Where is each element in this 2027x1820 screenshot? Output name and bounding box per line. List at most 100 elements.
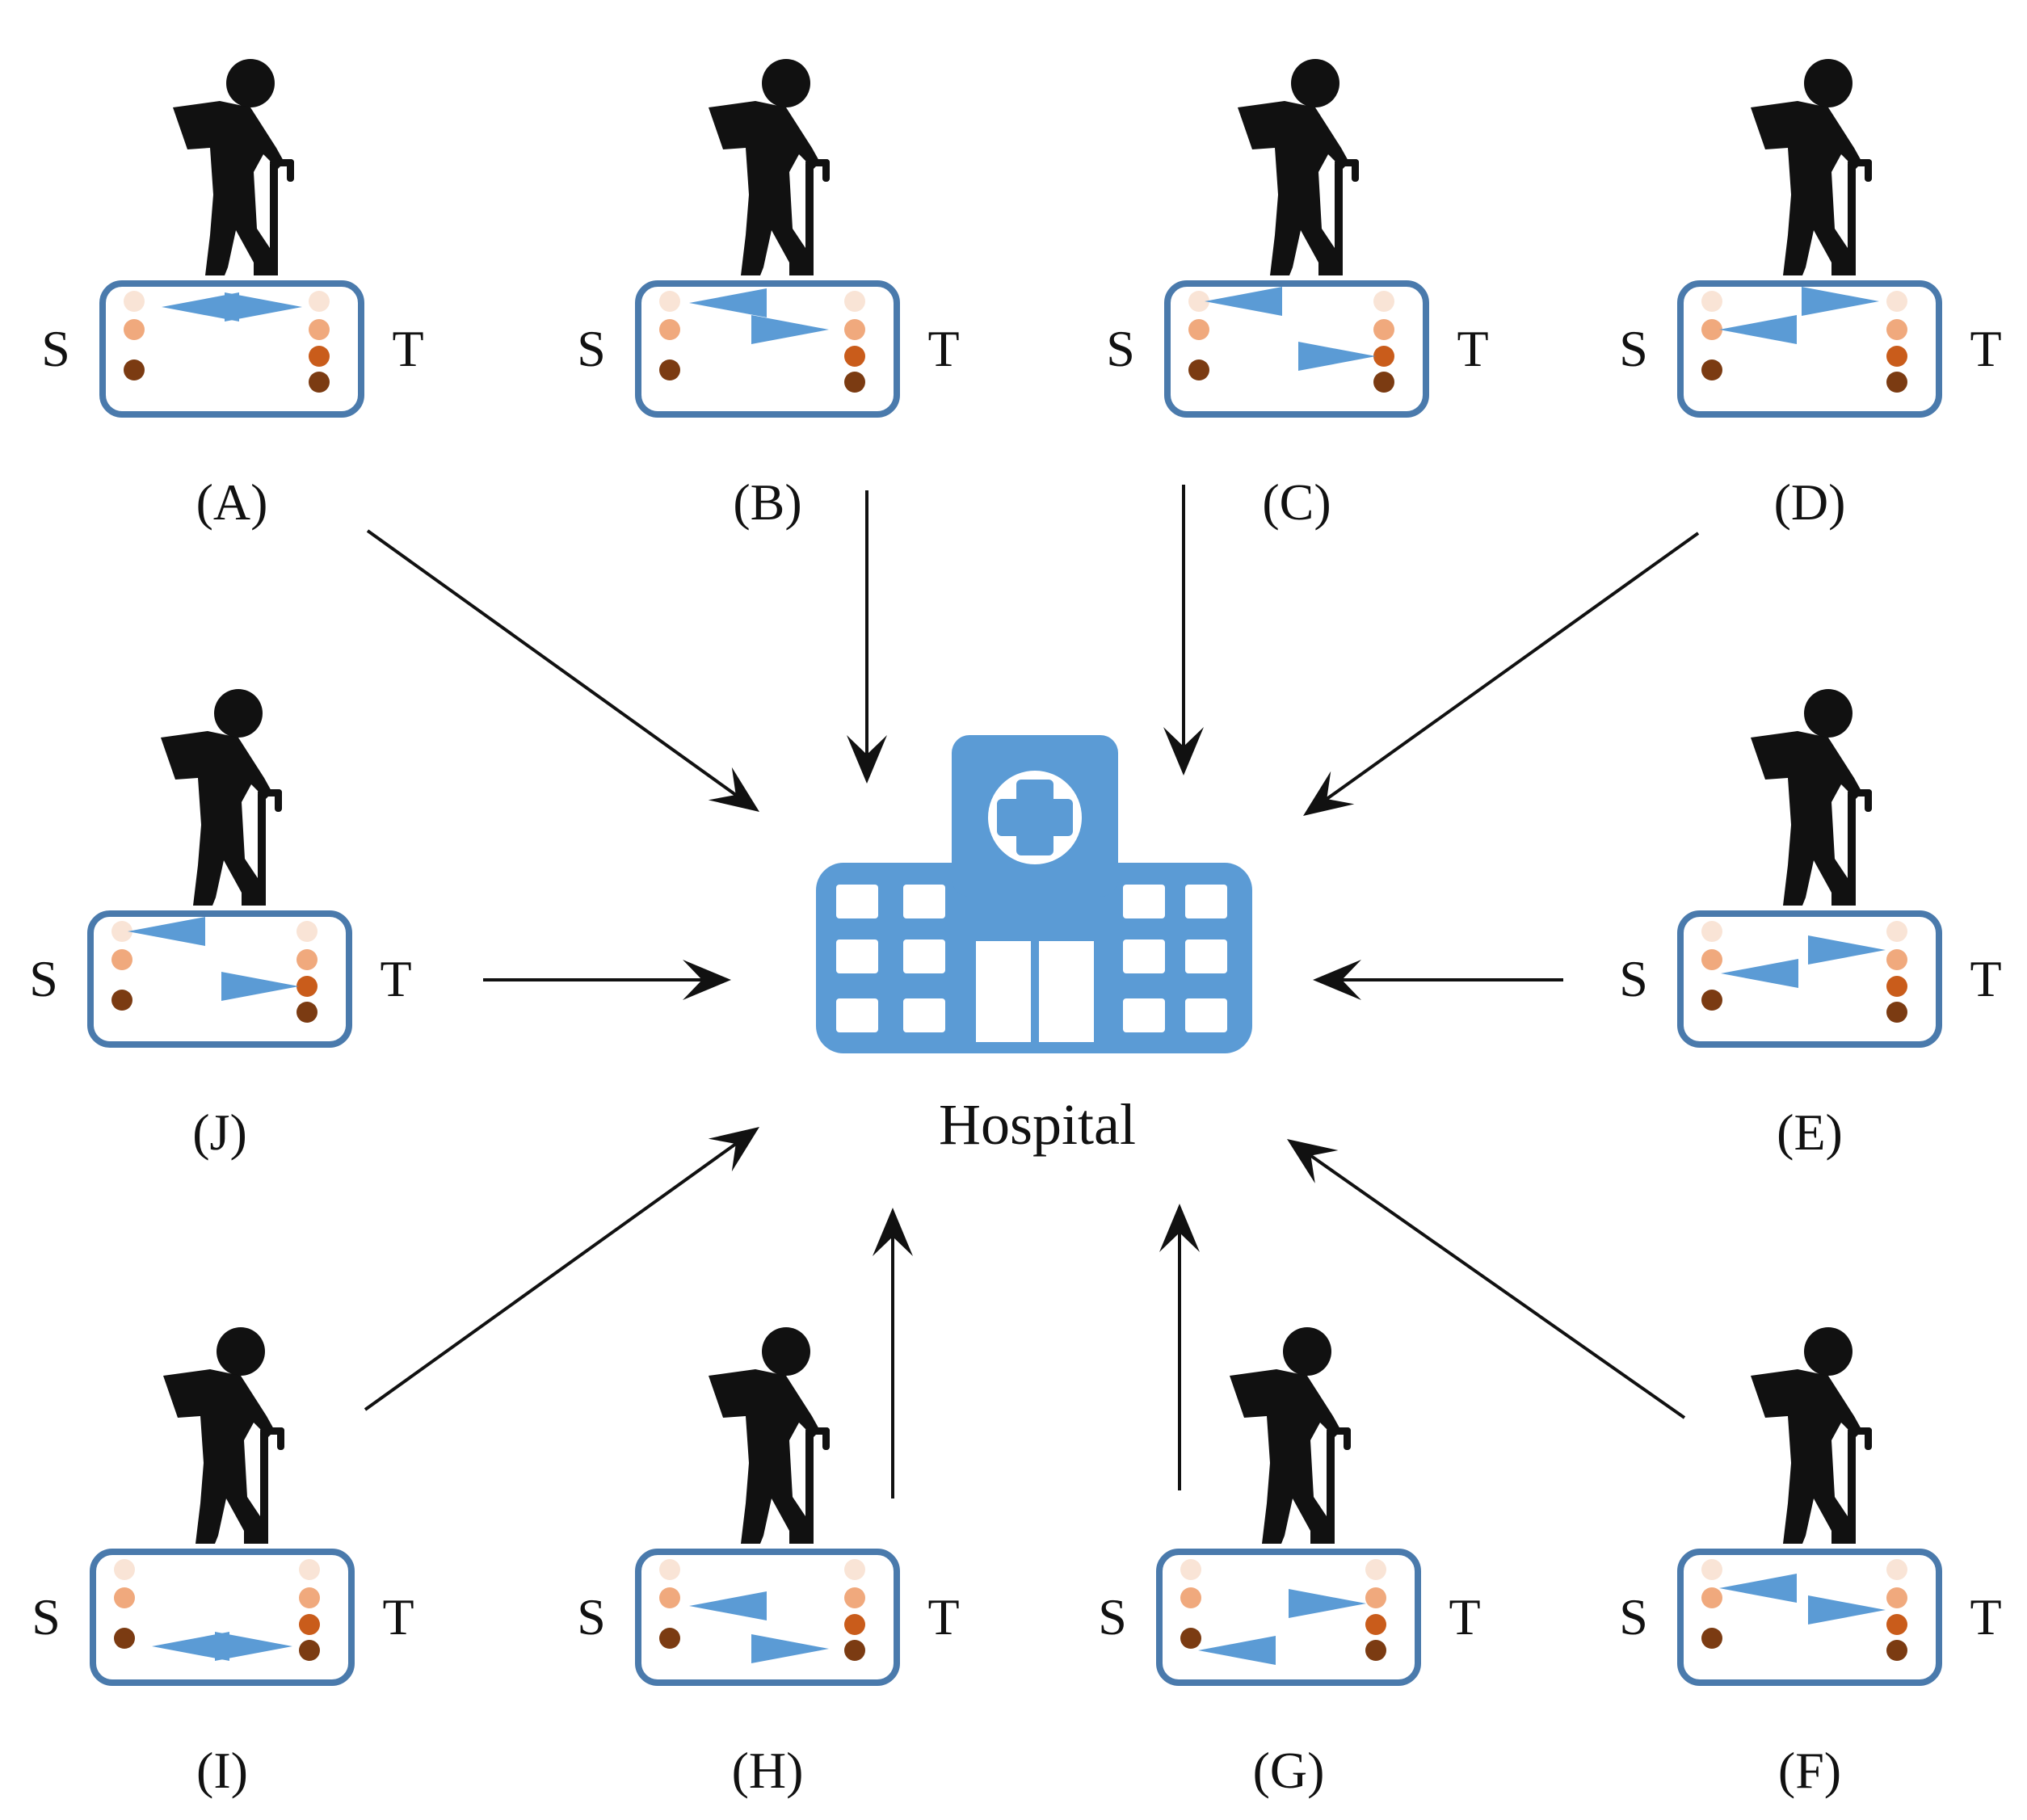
source-level-dot xyxy=(1180,1628,1201,1649)
source-level-dot xyxy=(111,990,132,1011)
source-level-dot xyxy=(1188,359,1209,380)
source-level-dot xyxy=(1188,319,1209,340)
source-level-dot xyxy=(1701,319,1722,340)
target-level-dot xyxy=(844,1640,865,1661)
transition-panel xyxy=(90,1549,355,1686)
target-level-dot xyxy=(1365,1614,1386,1635)
referral-arrow xyxy=(1163,485,1204,775)
source-label: S xyxy=(1619,320,1648,377)
target-level-dot xyxy=(309,346,330,367)
source-level-dot xyxy=(124,291,145,312)
elderly-person-icon xyxy=(163,1327,284,1544)
target-level-dot xyxy=(296,1002,318,1023)
target-label: T xyxy=(1449,1588,1480,1646)
elderly-person-icon xyxy=(1751,59,1872,275)
source-level-dot xyxy=(659,1628,680,1649)
target-label: T xyxy=(927,320,959,377)
target-level-dot xyxy=(844,319,865,340)
target-level-dot xyxy=(1886,319,1907,340)
patient-module: S T (F) xyxy=(1619,1327,2002,1799)
transition-wedge xyxy=(128,917,205,946)
target-level-dot xyxy=(1886,291,1907,312)
source-level-dot xyxy=(659,291,680,312)
target-level-dot xyxy=(296,921,318,942)
source-label: S xyxy=(1098,1588,1127,1646)
transition-wedge xyxy=(1719,1574,1797,1603)
target-label: T xyxy=(1457,320,1488,377)
transition-panel xyxy=(1677,910,1942,1048)
hospital-icon xyxy=(816,735,1252,1053)
transition-wedge xyxy=(1298,342,1376,371)
target-level-dot xyxy=(309,372,330,393)
source-label: S xyxy=(1619,1588,1648,1646)
target-level-dot xyxy=(1365,1640,1386,1661)
target-label: T xyxy=(1970,950,2001,1007)
elderly-person-icon xyxy=(709,1327,830,1544)
patient-label: (E) xyxy=(1777,1103,1843,1161)
source-label: S xyxy=(1619,950,1648,1007)
transition-panel xyxy=(1677,280,1942,418)
source-label: S xyxy=(577,1588,606,1646)
target-level-dot xyxy=(1886,976,1907,997)
target-level-dot xyxy=(299,1559,320,1580)
target-level-dot xyxy=(299,1614,320,1635)
target-level-dot xyxy=(1365,1587,1386,1608)
elderly-person-icon xyxy=(173,59,294,275)
referral-arrow xyxy=(364,1127,759,1411)
transition-panel xyxy=(99,280,364,418)
referral-arrow xyxy=(366,529,759,812)
source-level-dot xyxy=(1701,949,1722,970)
source-level-dot xyxy=(1188,291,1209,312)
transition-wedge xyxy=(1808,1595,1886,1625)
target-level-dot xyxy=(1886,1640,1907,1661)
elderly-person-icon xyxy=(709,59,830,275)
source-level-dot xyxy=(1701,359,1722,380)
patient-module: S T (B) xyxy=(577,59,960,531)
target-level-dot xyxy=(1886,346,1907,367)
referral-arrow xyxy=(1303,532,1700,816)
target-level-dot xyxy=(1886,1559,1907,1580)
target-level-dot xyxy=(1373,372,1394,393)
source-level-dot xyxy=(111,921,132,942)
transition-wedge xyxy=(152,1632,229,1661)
source-level-dot xyxy=(111,949,132,970)
source-level-dot xyxy=(1701,1628,1722,1649)
source-level-dot xyxy=(659,359,680,380)
elderly-person-icon xyxy=(1238,59,1359,275)
transition-wedge xyxy=(1205,287,1282,316)
patient-label: (F) xyxy=(1778,1742,1841,1799)
source-label: S xyxy=(577,320,606,377)
transition-wedge xyxy=(225,292,302,322)
transition-wedge xyxy=(689,1591,767,1620)
patient-label: (A) xyxy=(196,473,268,531)
referral-arrows xyxy=(364,485,1700,1498)
referral-arrow xyxy=(483,960,731,1000)
patient-label: (B) xyxy=(733,473,801,531)
source-level-dot xyxy=(1180,1587,1201,1608)
target-level-dot xyxy=(844,346,865,367)
source-level-dot xyxy=(659,1587,680,1608)
target-level-dot xyxy=(1886,1587,1907,1608)
transition-panel xyxy=(635,280,900,418)
elderly-person-icon xyxy=(1751,689,1872,906)
referral-arrow xyxy=(1287,1139,1686,1419)
referral-arrow xyxy=(873,1208,913,1498)
transition-wedge xyxy=(751,1634,829,1663)
target-label: T xyxy=(927,1588,959,1646)
referral-arrow xyxy=(1159,1204,1200,1490)
source-level-dot xyxy=(114,1587,135,1608)
elderly-person-icon xyxy=(1751,1327,1872,1544)
patient-label: (G) xyxy=(1253,1742,1325,1799)
patient-label: (D) xyxy=(1774,473,1846,531)
target-level-dot xyxy=(1373,319,1394,340)
transition-wedge xyxy=(751,315,829,344)
target-label: T xyxy=(1970,1588,2001,1646)
target-level-dot xyxy=(1886,1614,1907,1635)
source-level-dot xyxy=(1701,990,1722,1011)
source-level-dot xyxy=(114,1559,135,1580)
source-level-dot xyxy=(1701,1587,1722,1608)
target-level-dot xyxy=(1373,291,1394,312)
